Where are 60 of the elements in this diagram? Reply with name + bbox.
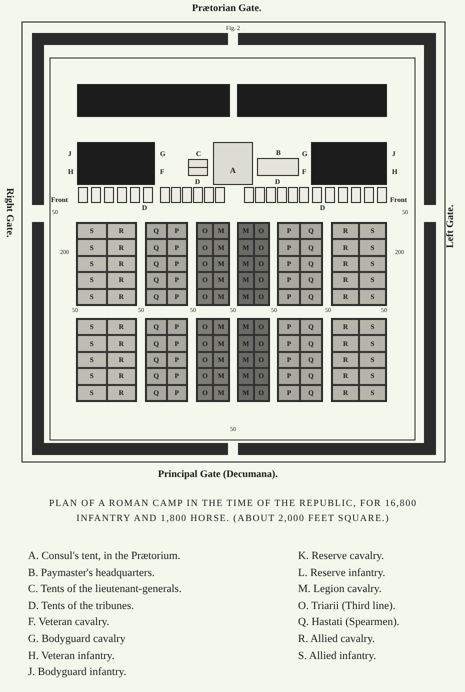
small-tent [204, 187, 214, 203]
key-entry: H. Veteran infantry. [28, 650, 114, 662]
small-tent [338, 187, 348, 203]
gate-label: Prætorian Gate. [192, 4, 262, 14]
small-tent [351, 187, 361, 203]
box-letter: A [230, 167, 236, 175]
key-entry: S. Allied infantry. [298, 650, 376, 662]
key-entry: L. Reserve infantry. [298, 568, 386, 579]
key-entry: J. Bodyguard infantry. [28, 667, 126, 678]
small-tent [171, 187, 181, 203]
key-entry: B. Paymaster's headquarters. [28, 568, 155, 579]
small-tent [193, 187, 203, 203]
gate-label: Principal Gate (Decumana). [158, 470, 278, 480]
key-entry: Q. Hastati (Spearmen). [298, 617, 400, 628]
tent-block [196, 222, 230, 306]
tent-block [237, 222, 270, 306]
key-entry: K. Reserve cavalry. [298, 551, 384, 562]
small-tent [255, 187, 265, 203]
key-entry: O. Triarii (Third line). [298, 600, 396, 612]
key-entry: F. Veteran cavalry. [28, 617, 110, 628]
tent-block [76, 318, 137, 402]
key-entry: G. Bodyguard cavalry [28, 634, 126, 645]
gate-label: Left Gate. [446, 204, 456, 248]
key-entry: C. Tents of the lieutenant-generals. [28, 584, 182, 596]
small-tent [299, 187, 309, 203]
small-tent [277, 187, 287, 203]
small-tent [244, 187, 254, 203]
tent-block [277, 318, 323, 402]
caption: PLAN OF A ROMAN CAMP IN THE TIME OF THE REPUBLIC, FOR 16,800 INFANTRY AND 1,800 HORSE. (ABOUT 2,000 FEET SQUARE.) [48, 498, 418, 526]
small-tent [160, 187, 170, 203]
tent-block [331, 318, 387, 402]
filled-block [237, 84, 387, 117]
tent-block [145, 222, 188, 306]
small-tent [91, 187, 101, 203]
small-tent [325, 187, 335, 203]
small-tent [78, 187, 88, 203]
filled-block [77, 84, 230, 117]
key-entry: D. Tents of the tribunes. [28, 600, 134, 612]
small-tent [215, 187, 225, 203]
tent-block [145, 318, 188, 402]
small-tent [182, 187, 192, 203]
tent-block [196, 318, 230, 402]
tent-block [277, 222, 323, 306]
key-entry: R. Allied cavalry. [298, 634, 375, 645]
key-entry: M. Legion cavalry. [298, 584, 382, 596]
small-tent [266, 187, 276, 203]
small-tent [143, 187, 153, 203]
tent-block [237, 318, 270, 402]
small-tent [130, 187, 140, 203]
key-entry: A. Consul's tent, in the Prætorium. [28, 551, 180, 562]
small-tent [288, 187, 298, 203]
tent-block [76, 222, 137, 306]
small-tent [364, 187, 374, 203]
tent-box [213, 142, 253, 185]
small-tent [312, 187, 322, 203]
small-tent [377, 187, 387, 203]
small-tent [104, 187, 114, 203]
small-tent [117, 187, 127, 203]
tent-block [331, 222, 387, 306]
gate-label: Right Gate. [4, 188, 14, 238]
